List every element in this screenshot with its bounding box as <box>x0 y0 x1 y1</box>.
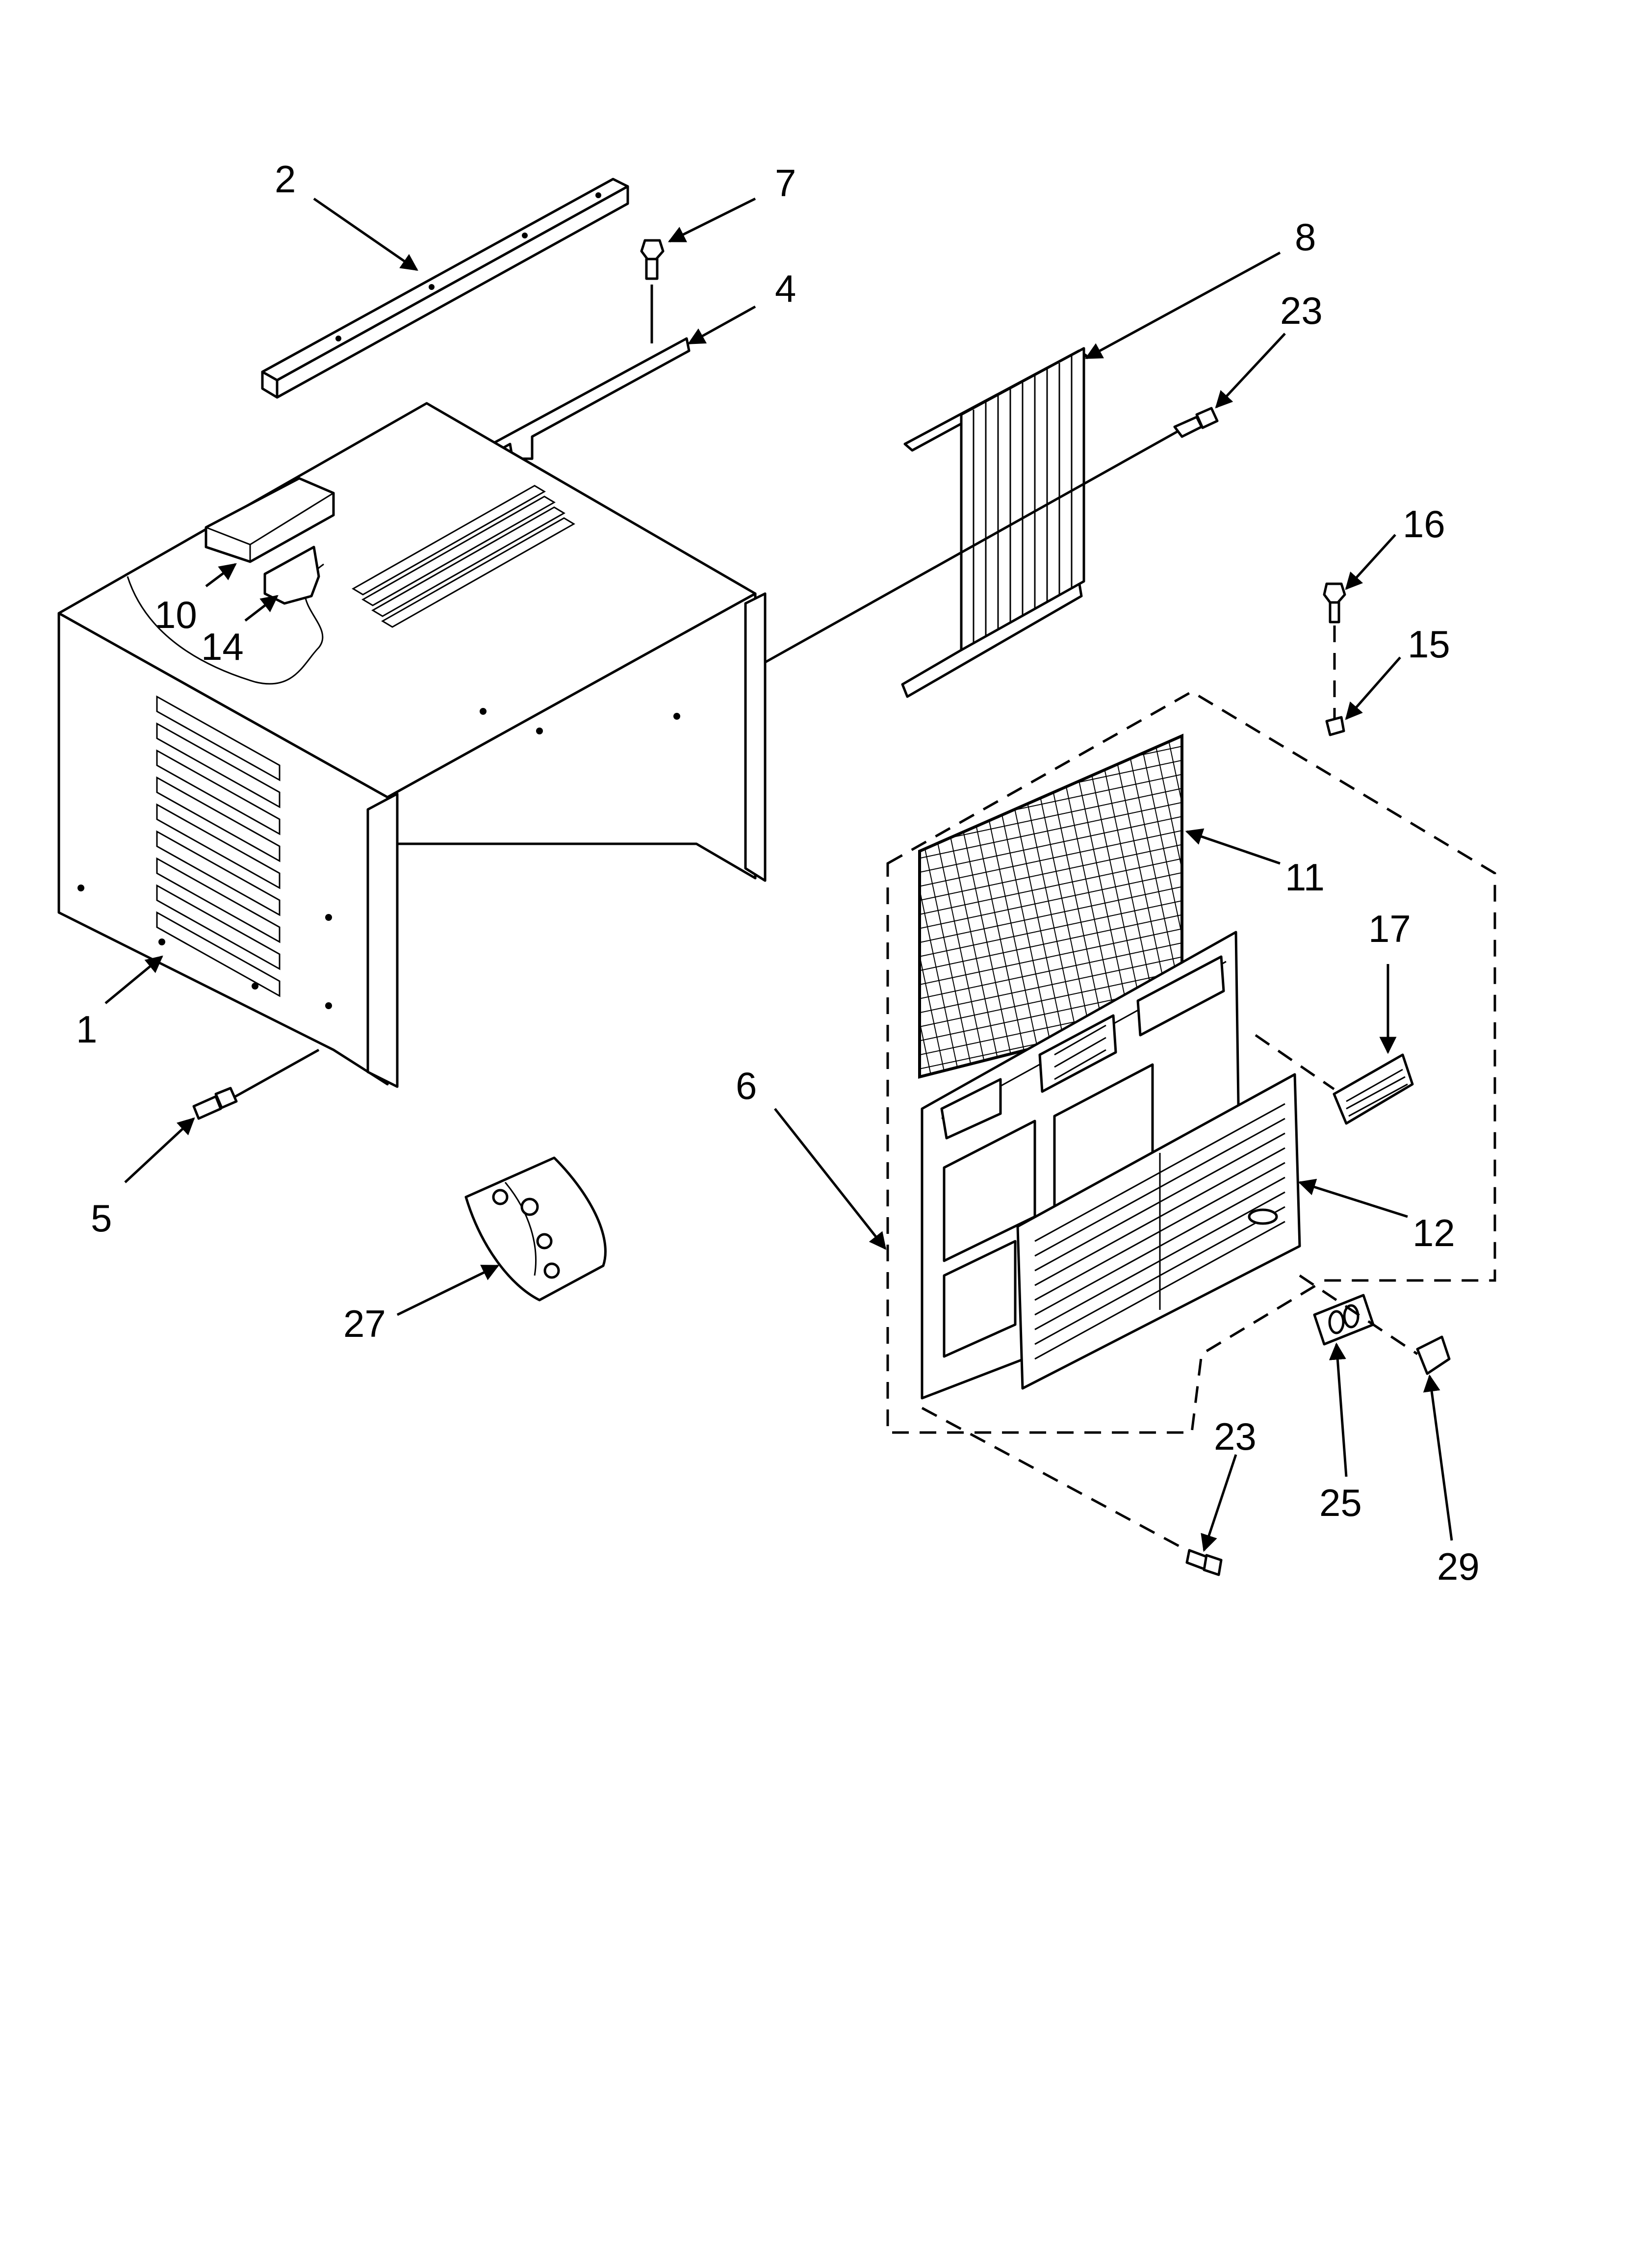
callout-15: 15 <box>1408 623 1450 666</box>
clip-15-part <box>1325 716 1345 736</box>
callout-labels: 1 2 4 5 6 7 8 10 11 12 14 15 16 17 23 23… <box>76 157 1480 1588</box>
vent-louver-17-part <box>1255 1034 1414 1125</box>
callout-23-upper: 23 <box>1280 289 1323 332</box>
front-louvered-panel-part <box>1016 1073 1301 1390</box>
knob-plate-25-part <box>1313 1294 1375 1346</box>
callout-16: 16 <box>1403 502 1445 546</box>
foam-block-10-part <box>205 477 335 563</box>
callout-2: 2 <box>275 157 296 201</box>
callout-23-lower: 23 <box>1214 1415 1257 1458</box>
callout-7: 7 <box>775 161 796 205</box>
screw-23-upper-part <box>1173 407 1219 438</box>
screw-23-lower-part <box>921 1407 1223 1576</box>
bracket-27-part <box>464 1156 607 1302</box>
callout-12: 12 <box>1412 1211 1455 1254</box>
callout-4: 4 <box>775 267 796 310</box>
callout-6: 6 <box>736 1064 757 1107</box>
top-rail-part <box>261 178 629 399</box>
callout-29: 29 <box>1437 1545 1480 1588</box>
callout-14: 14 <box>201 625 244 668</box>
callout-8: 8 <box>1295 215 1316 259</box>
callout-17: 17 <box>1368 907 1411 950</box>
callout-11: 11 <box>1285 856 1325 899</box>
callout-5: 5 <box>91 1197 112 1240</box>
knob-29-part <box>1416 1335 1451 1375</box>
callout-27: 27 <box>343 1302 386 1345</box>
top-louvers <box>352 485 575 628</box>
cabinet-part <box>57 402 767 1088</box>
foam-block-14-part <box>263 546 320 605</box>
front-panel-assembly-outline <box>886 690 1496 1434</box>
screw-7-part <box>640 239 665 343</box>
rear-coil-frame-part <box>764 347 1178 698</box>
screw-16-part <box>1323 582 1346 721</box>
leader-lines <box>104 197 1453 1552</box>
callout-1: 1 <box>76 1008 97 1051</box>
side-louvers <box>156 695 281 997</box>
callout-10: 10 <box>154 593 197 636</box>
screw-5-part <box>192 1048 320 1120</box>
callout-25: 25 <box>1319 1481 1362 1524</box>
